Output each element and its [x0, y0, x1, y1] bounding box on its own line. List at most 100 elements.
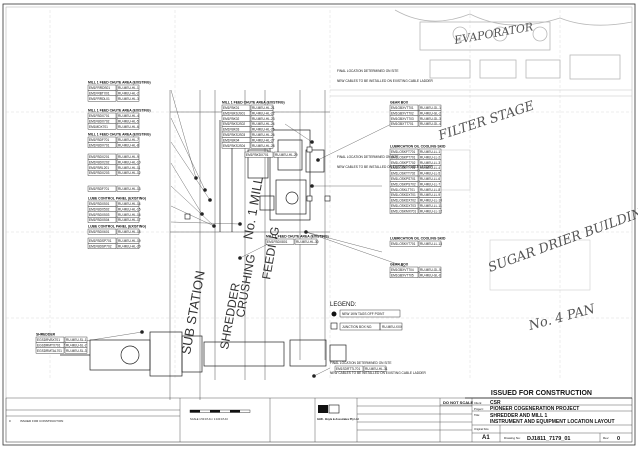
legend-item1-label: NEW 1KW TAGS OFF POINT [342, 312, 384, 316]
junction-box-tag: RU-MEU-HL-16 [118, 213, 141, 217]
tag-groups: MILL 1 FEED CHUTE AREA (EXISTING)EM1FRRD… [35, 81, 446, 372]
note-new-cables-3: NEW CABLES TO BE INSTALLED ON EXISTING C… [330, 371, 427, 375]
tag-cell [87, 123, 117, 130]
junction-box-tag: RU-MEU-HL-10 [118, 160, 141, 164]
jb-cell [250, 142, 274, 149]
junction-box-tag: RU-MEU-GL-5 [420, 268, 441, 272]
jb-cell [116, 123, 140, 130]
instrument-tag: EM1FBDX501 [89, 202, 110, 206]
tag-cell [221, 142, 251, 149]
tag-group-lube-oil-a: LUBRICATION OIL COOLING SKIDEM1LOSKFT701… [389, 145, 446, 214]
tag-cell [87, 95, 117, 102]
instrument-tag: EM1GBXTT701 [391, 122, 414, 126]
note-new-cables-2: NEW CABLES TO BE INSTALLED ON EXISTING C… [337, 165, 434, 169]
tag-group-title: GEAR BOX [390, 263, 409, 267]
tag-cell [87, 228, 117, 235]
instrument-tag: EM1FBK02 [223, 117, 240, 121]
instrument-tag: EM1GBXVT704 [391, 268, 414, 272]
company-name: GHD · Boyle & Associates Pty Ltd [317, 417, 359, 421]
tag-cell [87, 216, 117, 223]
tag-group-title: LUBE CONTROL PANEL (EXISTING) [88, 225, 146, 229]
instrument-tag: EM1FBKSJS01 [223, 111, 245, 115]
sheet-border [2, 3, 636, 446]
legend-item2-label: JUNCTION BOX NO. [342, 325, 372, 329]
junction-box-tag: RU-MEU-LL-1 [420, 150, 440, 154]
junction-box-tag: RU-MEU-HL-7 [118, 138, 139, 142]
drawing-no-label: Drawing No: [504, 436, 521, 440]
junction-box-tag: RU-MEU-GL-3 [420, 117, 441, 121]
legend-junction-symbol [330, 322, 338, 330]
tag-group-title: MILL 1 FEED CHUTE AREA (EXISTING) [266, 235, 329, 239]
junction-box-tag: RU-MEU-HL-8 [118, 143, 139, 147]
instrument-tag: EM1FBDX801 [267, 240, 288, 244]
original-size-label: Original Size [474, 427, 489, 431]
junction-box-tag: RU-MEU-HL-20 [118, 244, 141, 248]
label-filter-stage: FILTER STAGE [436, 98, 537, 144]
junction-box-tag: RU-MEU-HL-25 [252, 128, 275, 132]
instrument-tag: EM1LOSKMX701 [391, 209, 416, 213]
junction-box-tag: RU-MEU-HL-2 [118, 91, 139, 95]
rev-number: 0 [617, 436, 620, 442]
label-sugar-drier-building: SUGAR DRIER BUILDING [486, 202, 638, 276]
tag-cell [389, 272, 419, 278]
instrument-tag: EM1FBDF701 [89, 187, 109, 191]
instrument-tag: EM1SDRTTL701 [336, 367, 360, 371]
junction-box-tag: RU-MEU-HL-13 [118, 187, 141, 191]
junction-box-tag: RU-MEU-LL-7 [420, 182, 440, 186]
tag-cell [389, 208, 419, 214]
jb-cell [418, 272, 442, 278]
drawing-number: DJ1811_7179_01 [527, 436, 570, 442]
client-label: Client: [474, 401, 482, 405]
junction-box-tag: RU-MEU-LL-12 [420, 209, 442, 213]
project-name: PIONEER COGENERATION PROJECT [490, 406, 579, 412]
revision-number: 0 [9, 419, 11, 423]
label-no4-pan: No. 4 PAN [526, 302, 597, 334]
junction-box-tag: RU-MEU-HL-30 [296, 240, 319, 244]
legend-title: LEGEND: [330, 302, 357, 308]
tag-group-chute-mid: MILL 1 FEED CHUTE AREA (EXISTING)EM1FBK0… [221, 101, 285, 149]
instrument-tag: EM1FBDX701 [89, 114, 110, 118]
junction-box-tag: RU-MEU-HL-29 [275, 153, 298, 157]
junction-box-tag: RU-MEU-HL-18 [118, 230, 141, 234]
instrument-tag: EGSDRMTX701 [37, 343, 61, 347]
tag-group-title: LUBRICATION OIL COOLING SKID [390, 145, 446, 149]
junction-box-tag: RU-MEU-HL-5 [118, 119, 139, 123]
note-final-location-2: FINAL LOCATION DETERMINED ON SITE [337, 155, 398, 159]
instrument-tag: EM1FBDV701 [89, 143, 110, 147]
project-label: Project: [474, 407, 484, 411]
tag-cell [35, 347, 65, 354]
instrument-tag: EM1GBXVT701 [391, 106, 414, 110]
jb-cell [116, 142, 140, 148]
note-final-location-1: FINAL LOCATION DETERMINED ON SITE [337, 69, 398, 73]
tag-cell [389, 120, 419, 127]
junction-box-tag: RU-MEU-SL-2 [66, 343, 87, 347]
tag-group-title: LUBRICATION OIL COOLING SKID [390, 237, 446, 241]
instrument-tag: EM1GBXVT702 [391, 111, 414, 115]
instrument-tag: EM1FBDF701 [89, 138, 109, 142]
junction-box-tag: RU-MEU-HL-12 [118, 171, 141, 175]
junction-box-tag: RU-MEU-HL-23 [252, 117, 275, 121]
legend-tag-symbol [331, 311, 337, 317]
junction-box-tag: RU-MEU-GL-6 [420, 273, 441, 277]
junction-box-tag: RU-MEU-HL-24 [252, 122, 275, 126]
note-final-location-3: FINAL LOCATION DETERMINED ON SITE [330, 361, 391, 365]
mill-equipment [219, 120, 325, 232]
tag-group-title: MILL 1 FEED CHUTE AREA (EXISTING) [88, 81, 151, 85]
building-structure [169, 90, 330, 400]
junction-box-tag: RU-MEU-HL-15 [118, 207, 141, 211]
scale-text: SCALE 1:50 AT A1 / 1:100 AT A3 [190, 417, 228, 421]
jb-cell [116, 228, 140, 235]
instrument-tag: EM1FBK03 [223, 128, 240, 132]
tag-group-title: SHREDDER [36, 333, 56, 337]
instrument-tag: EM1FBDX202 [89, 160, 110, 164]
do-not-scale: DO NOT SCALE [443, 400, 474, 405]
junction-box-tag: RU-MEU-HL-17 [118, 218, 141, 222]
label-sub-station: SUB STATION [178, 269, 207, 355]
tag-cell [334, 365, 364, 372]
tag-cell [87, 142, 117, 148]
